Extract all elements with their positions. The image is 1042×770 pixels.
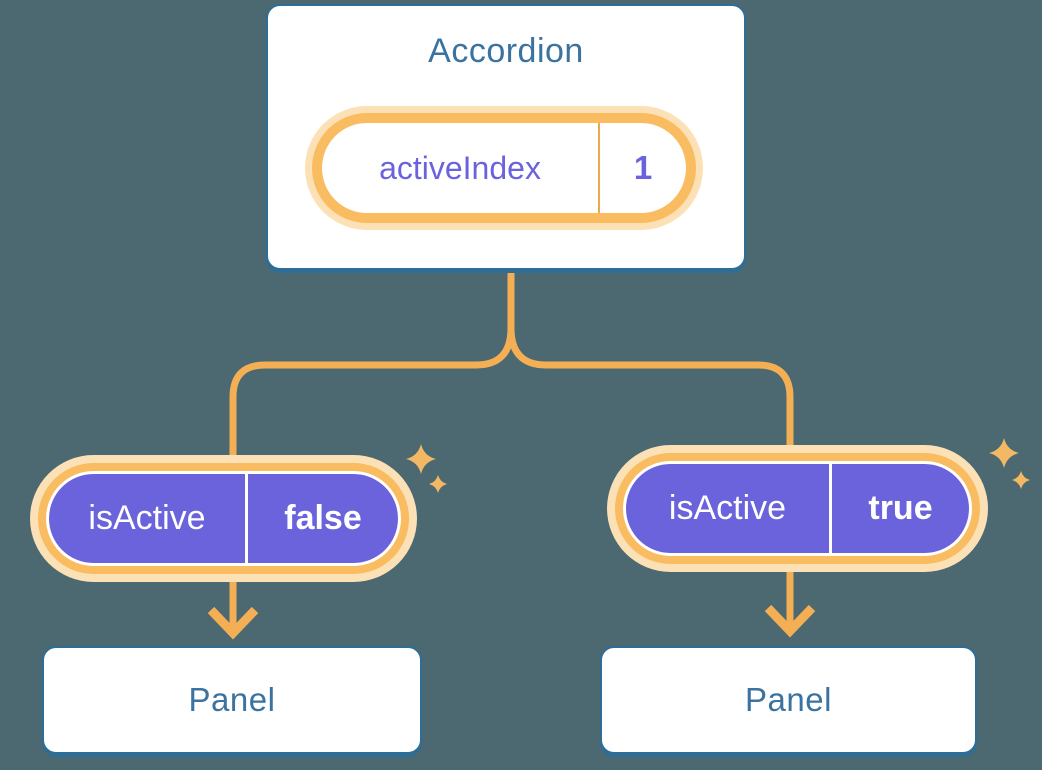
sparkle-icon [429, 475, 447, 493]
prop-pill-isactive-true: isActive true [623, 461, 972, 556]
sparkle-icon [406, 444, 436, 474]
sparkle-icon [989, 438, 1019, 468]
state-pill-label: activeIndex [379, 149, 541, 186]
pill-divider [598, 123, 600, 213]
state-pill-value: 1 [633, 149, 653, 186]
prop-pill-label: isActive [88, 499, 206, 537]
panel-title: Panel [188, 681, 276, 718]
sparkle-icon [1012, 471, 1030, 489]
prop-pill-value: true [868, 489, 933, 527]
accordion-card-title: Accordion [428, 32, 584, 70]
panel-card-right: Panel [600, 646, 977, 754]
panel-card-left: Panel [42, 646, 422, 754]
connector-right-branch [507, 327, 794, 626]
state-pill-activeindex: activeIndex 1 [312, 113, 696, 223]
arrowhead-down-icon [207, 606, 259, 640]
connector-left-branch [229, 327, 515, 628]
prop-pill-isactive-false: isActive false [46, 471, 401, 566]
prop-pill-value: false [284, 499, 362, 537]
pill-divider [245, 474, 248, 563]
prop-pill-label: isActive [668, 489, 787, 527]
arrowhead-down-icon [764, 604, 816, 638]
panel-title: Panel [745, 681, 832, 718]
pill-divider [829, 464, 832, 553]
